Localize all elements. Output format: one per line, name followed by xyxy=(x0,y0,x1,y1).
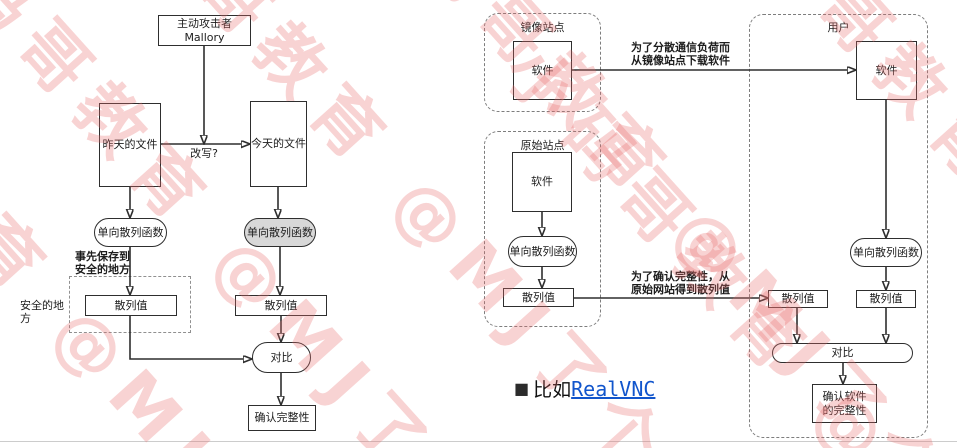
mirror-site-title: 镜像站点 xyxy=(520,21,565,34)
origin-site-panel xyxy=(484,131,601,327)
mirror-software-node: 软件 xyxy=(513,41,572,100)
safe-place-label: 安全的地方 xyxy=(20,299,64,325)
compare-label: 对比 xyxy=(270,350,293,364)
hash-value-yesterday-label: 散列值 xyxy=(114,298,148,312)
attacker-label: 主动攻击者Mallory xyxy=(177,16,232,44)
origin-site-title: 原始站点 xyxy=(520,139,565,152)
attacker-node: 主动攻击者Mallory xyxy=(158,15,251,46)
download-note-line2: 从镜像站点下载软件 xyxy=(631,54,730,67)
user-confirm-line2: 的完整性 xyxy=(822,403,867,417)
user-title: 用户 xyxy=(827,21,850,34)
bottom-divider xyxy=(0,441,957,442)
yesterday-file-label: 昨天的文件 xyxy=(102,138,158,151)
origin-hash-value-node: 散列值 xyxy=(503,288,574,307)
verify-note-line1: 为了确认完整性，从 xyxy=(631,270,730,283)
today-file-label: 今天的文件 xyxy=(251,137,306,150)
user-software-node: 软件 xyxy=(856,41,917,100)
user-hash-value-origin-label: 散列值 xyxy=(781,292,815,305)
caption: ■ 比如 RealVNC xyxy=(514,375,655,402)
user-hash-value-computed-node: 散列值 xyxy=(856,290,916,308)
origin-hash-value-label: 散列值 xyxy=(522,290,555,304)
connector-value-left-to-compare xyxy=(129,316,243,359)
origin-hash-fn-node: 单向散列函数 xyxy=(508,236,577,267)
rewrite-question-label: 改写? xyxy=(190,147,218,160)
confirm-integrity-node: 确认完整性 xyxy=(248,405,316,431)
download-note-line1: 为了分散通信负荷而 xyxy=(631,41,730,54)
hash-value-today-node: 散列值 xyxy=(235,295,327,316)
user-hash-value-computed-label: 散列值 xyxy=(869,292,903,305)
user-hash-fn-node: 单向散列函数 xyxy=(850,238,922,267)
yesterday-file-node: 昨天的文件 xyxy=(99,103,161,187)
hash-value-yesterday-node: 散列值 xyxy=(85,295,177,316)
today-file-node: 今天的文件 xyxy=(250,101,307,187)
mirror-software-label: 软件 xyxy=(531,63,554,77)
mirror-site-panel xyxy=(484,13,601,112)
square-bullet-icon: ■ xyxy=(514,379,530,398)
origin-software-label: 软件 xyxy=(531,175,553,188)
user-confirm-node: 确认软件 的完整性 xyxy=(812,384,877,423)
presave-note: 事先保存到 安全的地方 xyxy=(75,250,130,276)
presave-note-line2: 安全的地方 xyxy=(75,263,130,276)
verify-note: 为了确认完整性，从 原始网站得到散列值 xyxy=(631,270,730,296)
hash-fn-yesterday-label: 单向散列函数 xyxy=(97,225,164,239)
download-note: 为了分散通信负荷而 从镜像站点下载软件 xyxy=(631,41,730,67)
user-compare-label: 对比 xyxy=(831,346,854,359)
origin-hash-fn-label: 单向散列函数 xyxy=(509,244,576,258)
user-software-label: 软件 xyxy=(875,63,898,77)
hash-fn-today-label: 单向散列函数 xyxy=(247,225,313,239)
user-hash-value-origin-node: 散列值 xyxy=(768,290,828,308)
user-compare-node: 对比 xyxy=(772,343,913,363)
caption-text: 比如 xyxy=(533,379,572,401)
verify-note-line2: 原始网站得到散列值 xyxy=(631,283,730,296)
user-hash-fn-label: 单向散列函数 xyxy=(853,245,919,259)
confirm-integrity-label: 确认完整性 xyxy=(254,411,310,424)
hash-fn-today-node: 单向散列函数 xyxy=(244,218,316,247)
hash-fn-yesterday-node: 单向散列函数 xyxy=(94,218,167,247)
hash-value-today-label: 散列值 xyxy=(264,298,298,312)
user-confirm-line1: 确认软件 xyxy=(822,389,867,403)
origin-software-node: 软件 xyxy=(512,152,572,212)
realvnc-link[interactable]: RealVNC xyxy=(571,376,656,401)
user-panel xyxy=(749,14,928,438)
presave-note-line1: 事先保存到 xyxy=(75,250,130,263)
compare-node: 对比 xyxy=(252,342,311,373)
